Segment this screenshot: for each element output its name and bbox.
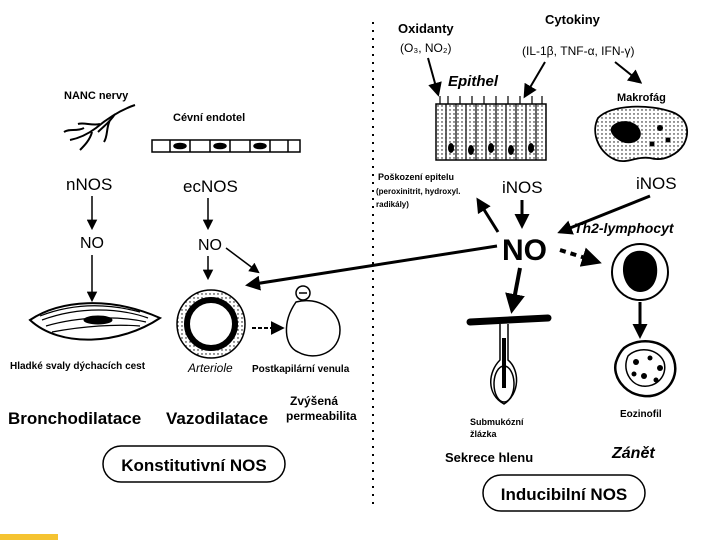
no-central-label: NO (502, 234, 547, 267)
gland-label-line2: žlázka (470, 429, 498, 439)
th2-lymphocyte-label: Th2-lymphocyt (574, 220, 675, 236)
macrophage-label: Makrofág (617, 92, 666, 104)
inos-epithelium-label: iNOS (502, 178, 543, 197)
damage-label-line1: Poškození epitelu (378, 172, 454, 182)
arrow-cytokines-to-macrophage (614, 61, 643, 84)
nanc-nerve-drawing (63, 104, 136, 151)
arrow-no-to-venule (225, 247, 260, 274)
arrow-inos-macrophage-to-no (557, 194, 651, 235)
damage-label-line3: radikály) (376, 200, 409, 209)
macrophage-drawing (594, 105, 688, 162)
arrow-no-to-th2-lymphocyte (559, 247, 602, 267)
nanc-nerves-label: NANC nervy (64, 90, 129, 102)
smooth-muscle-label: Hladké svaly dýchacích cest (10, 361, 146, 372)
constitutive-nos-label: Konstitutivní NOS (121, 456, 266, 475)
mucus-secretion-label: Sekrece hlenu (445, 450, 533, 465)
inflammation-label: Zánět (611, 445, 655, 462)
arrow-no-to-submucosal-gland (505, 267, 525, 314)
gland-label-line1: Submukózní (470, 417, 524, 427)
no-left-label: NO (80, 235, 104, 252)
endothelium-label: Cévní endotel (173, 112, 245, 124)
constitutive-nos-box (102, 445, 286, 483)
arteriole-label: Arteriole (187, 361, 233, 375)
arrow-no-to-epithelial-damage (476, 197, 500, 233)
epithelium-label: Epithel (448, 73, 499, 90)
permeability-label-line1: Zvýšená (290, 394, 338, 408)
th2-lymphocyte-drawing (611, 243, 669, 301)
oxidants-list: (O₃, NO₂) (400, 41, 452, 55)
venule-drawing (285, 285, 341, 357)
inducible-nos-label: Inducibilní NOS (501, 485, 628, 504)
cytokines-list: (IL-1β, TNF-α, IFN-γ) (522, 44, 635, 58)
submucosal-gland-drawing (466, 314, 552, 405)
damage-label-line2: (peroxinitrit, hydroxyl. (376, 187, 460, 196)
arrow-no-to-arteriole-long (245, 244, 498, 291)
inducible-nos-box (482, 474, 646, 512)
eosinophil-drawing (613, 340, 677, 398)
permeability-label-line2: permeabilita (286, 409, 357, 423)
endothelium-drawing (151, 139, 301, 153)
bronchodilation-label: Bronchodilatace (8, 409, 141, 428)
inos-macrophage-label: iNOS (636, 174, 677, 193)
venule-label: Postkapilární venula (252, 364, 350, 375)
arrow-oxidants-to-epithelium (427, 57, 442, 97)
eosinophil-label: Eozinofil (620, 409, 662, 420)
slide-accent-bar (0, 534, 58, 540)
vasodilation-label: Vazodilatace (166, 409, 268, 428)
ecnos-label: ecNOS (183, 177, 238, 196)
arrow-cytokines-to-epithelium (523, 61, 546, 99)
no-mid-label: NO (198, 237, 222, 254)
smooth-muscle-drawing (28, 302, 163, 341)
arteriole-drawing (176, 289, 246, 359)
nnos-label: nNOS (66, 175, 112, 194)
epithelium-drawing (435, 96, 547, 161)
cytokines-title: Cytokiny (545, 12, 601, 27)
oxidants-title: Oxidanty (398, 21, 454, 36)
